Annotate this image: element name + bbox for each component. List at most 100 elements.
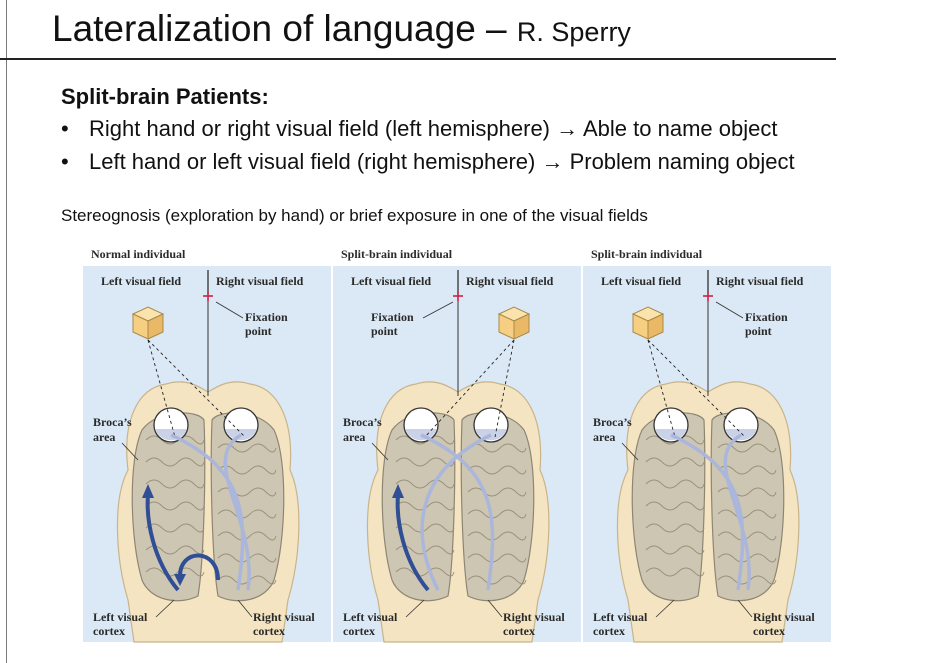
broca-leader [621, 442, 639, 461]
visual-pathway [723, 433, 751, 591]
right-eye-shade [725, 429, 757, 441]
visual-ray [647, 339, 676, 438]
fixation-label: point [245, 324, 272, 338]
cortex-leader [487, 599, 503, 618]
gyrus-right [467, 509, 527, 519]
fixation-label: Fixation [245, 310, 288, 324]
language-arrow [145, 494, 180, 592]
language-arrow [395, 494, 430, 592]
gyrus-right [217, 509, 277, 519]
gyrus-right [467, 443, 527, 453]
gyrus-left [645, 545, 705, 555]
left-cortex-label: Left visual [343, 610, 398, 624]
bullet-dot-icon: • [61, 116, 69, 141]
title-main: Lateralization of language [52, 8, 476, 49]
visual-pathway [420, 433, 492, 591]
section-heading: Split-brain Patients: [61, 84, 269, 109]
broca-label: area [93, 430, 115, 444]
arrowhead-icon [392, 484, 404, 498]
arrowhead-icon [142, 484, 154, 498]
broca-label: Broca’s [93, 415, 132, 429]
gyrus-left [145, 523, 205, 533]
panel-title: Split-brain individual [341, 247, 453, 261]
visual-pathway [420, 433, 495, 591]
gyrus-left [395, 567, 455, 577]
title-dash: – [475, 8, 517, 49]
right-cortex-label: Right visual [503, 610, 565, 624]
right-eye-shade [225, 429, 257, 441]
cube-right [647, 313, 664, 340]
gyrus-right [217, 553, 277, 563]
fixation-label: point [745, 324, 772, 338]
gyrus-left [145, 567, 205, 577]
broca-label: area [593, 430, 615, 444]
cortex-leader [155, 599, 175, 618]
gyrus-right [717, 509, 777, 519]
gyrus-left [645, 567, 705, 577]
panel-title: Normal individual [91, 247, 186, 261]
fixation-leader [215, 301, 244, 319]
left-cortex-label: Left visual [93, 610, 148, 624]
right-cortex-label: Right visual [753, 610, 815, 624]
left-visual-field-label: Left visual field [351, 274, 431, 288]
visual-ray [147, 339, 176, 438]
cortex-leader [655, 599, 675, 618]
fixation-leader [422, 301, 454, 319]
visual-pathway [170, 433, 245, 591]
fixation-label: point [371, 324, 398, 338]
fixation-leader [715, 301, 744, 319]
gyrus-right [467, 487, 527, 497]
panel-title: Split-brain individual [591, 247, 703, 261]
cortex-leader [405, 599, 425, 618]
bullet-text: Left hand or left visual field (right he… [89, 149, 795, 174]
title-underline [0, 58, 836, 60]
visual-ray [647, 339, 746, 438]
bullet-item: • Right hand or right visual field (left … [61, 116, 777, 142]
broca-label: area [343, 430, 365, 444]
right-visual-field-label: Right visual field [216, 274, 304, 288]
left-cortex-label: Left visual [593, 610, 648, 624]
gyrus-right [717, 531, 777, 541]
right-visual-field-label: Right visual field [466, 274, 554, 288]
broca-leader [121, 442, 139, 461]
bullet-text: Right hand or right visual field (left h… [89, 116, 778, 141]
left-cortex-label: cortex [93, 624, 125, 638]
left-visual-field-label: Left visual field [101, 274, 181, 288]
gyrus-right [467, 465, 527, 475]
left-visual-field-label: Left visual field [601, 274, 681, 288]
callosal-arrow [178, 553, 220, 581]
gyrus-left [395, 501, 455, 511]
broca-leader [371, 442, 389, 461]
visual-ray [147, 339, 246, 438]
gyrus-right [217, 465, 277, 475]
visual-ray [494, 339, 515, 438]
title-author: R. Sperry [516, 17, 631, 47]
bullet-dot-icon: • [61, 149, 69, 174]
gyrus-right [217, 531, 277, 541]
gyrus-left [645, 457, 705, 467]
broca-label: Broca’s [593, 415, 632, 429]
brain-gyri [145, 435, 277, 585]
cortex-leader [237, 599, 253, 618]
arrowhead-icon [174, 574, 186, 586]
visual-pathway [670, 433, 745, 591]
broca-label: Broca’s [343, 415, 382, 429]
right-cortex-label: cortex [503, 624, 535, 638]
gyrus-left [395, 545, 455, 555]
gyrus-left [395, 479, 455, 489]
cube-right [147, 313, 164, 340]
visual-pathway [223, 433, 251, 591]
left-hemisphere [131, 412, 206, 602]
right-visual-field-label: Right visual field [716, 274, 804, 288]
fixation-label: Fixation [371, 310, 414, 324]
slide-title: Lateralization of language – R. Sperry [52, 8, 631, 50]
figure-caption: Stereognosis (exploration by hand) or br… [61, 206, 648, 225]
gyrus-right [717, 553, 777, 563]
left-hemisphere [631, 412, 706, 602]
bullet-item: • Left hand or left visual field (right h… [61, 149, 795, 175]
right-cortex-label: Right visual [253, 610, 315, 624]
slide-left-border [6, 0, 7, 663]
